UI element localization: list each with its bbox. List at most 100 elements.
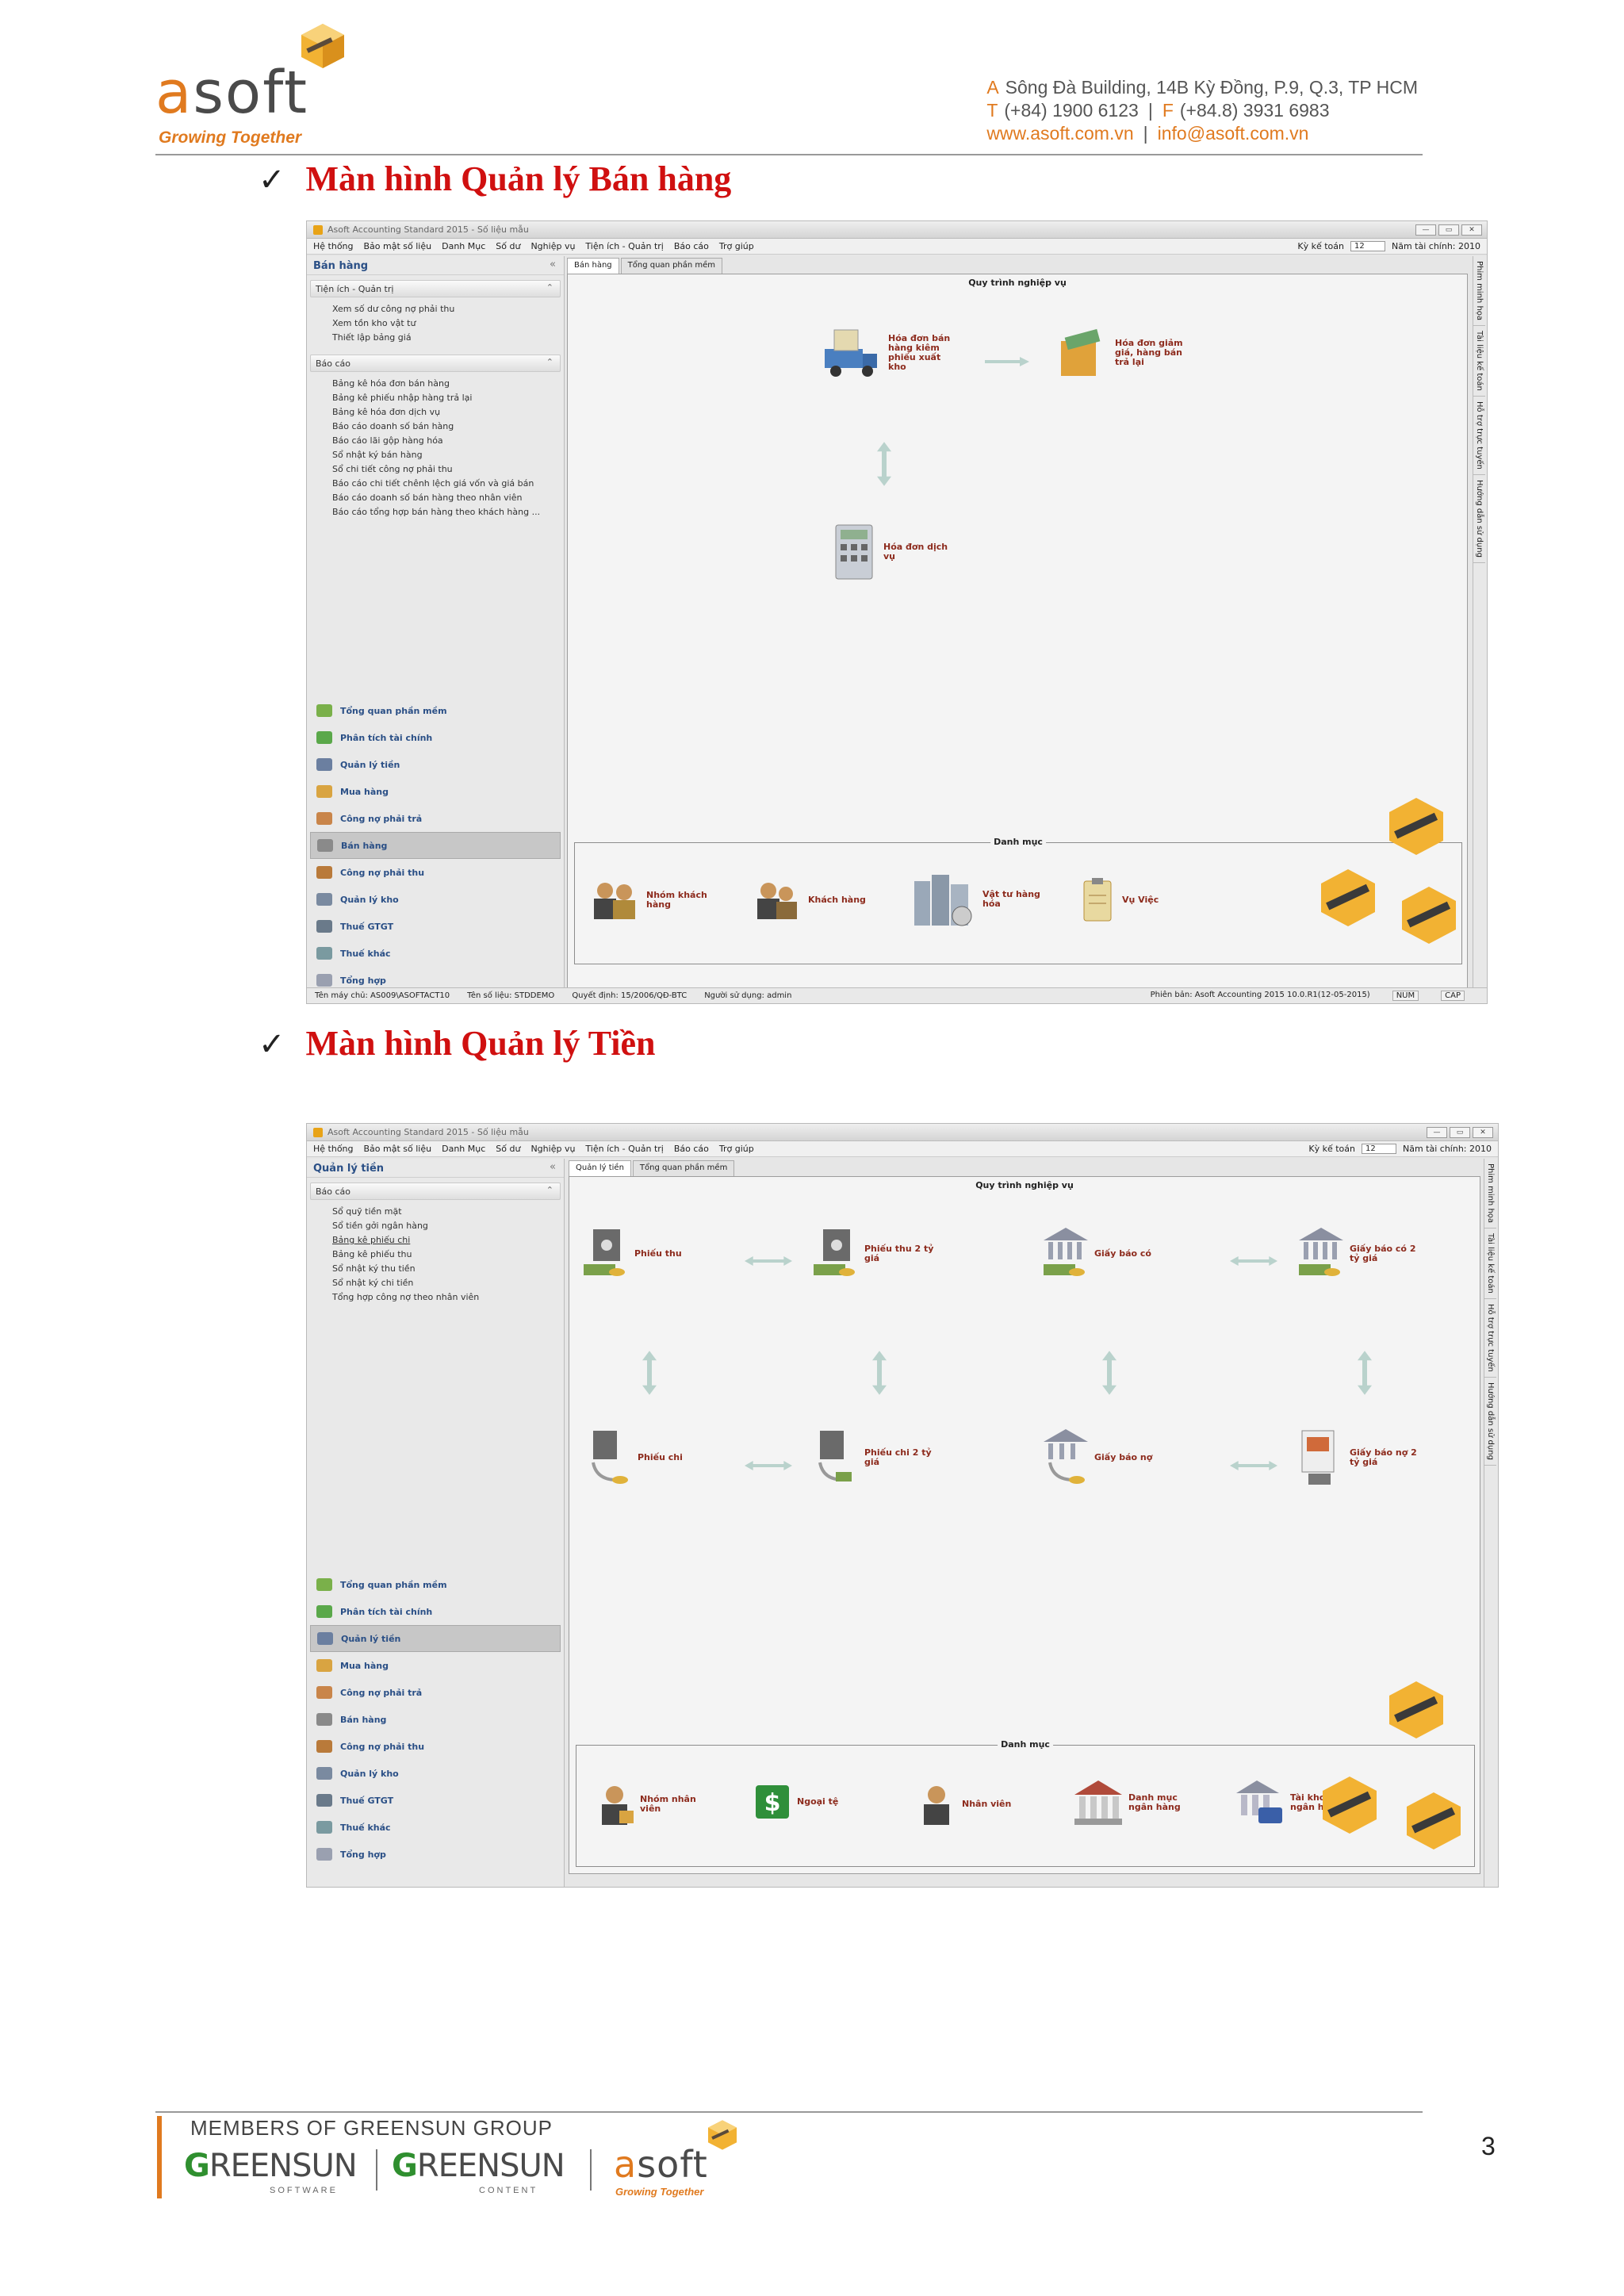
- node-phieu-chi-2-ty-gia[interactable]: Phiếu chi 2 tỷ giá: [812, 1428, 936, 1488]
- sidebar-link[interactable]: Sổ nhật ký chi tiền: [332, 1278, 414, 1288]
- nav-tong-hop[interactable]: Tổng hợp: [310, 967, 561, 994]
- right-tab-ho-tro[interactable]: Hỗ trợ trực tuyến: [1473, 397, 1485, 475]
- sidebar-link[interactable]: Sổ tiền gởi ngân hàng: [332, 1221, 428, 1231]
- tab-tong-quan[interactable]: Tổng quan phần mềm: [620, 258, 723, 274]
- menu-danh-muc[interactable]: Danh Mục: [442, 241, 486, 251]
- sidebar-link[interactable]: Sổ nhật ký thu tiền: [332, 1263, 416, 1274]
- nav-mua-hang[interactable]: Mua hàng: [310, 778, 561, 805]
- menu-bao-cao[interactable]: Báo cáo: [673, 241, 709, 251]
- sidebar-link[interactable]: Sổ quỹ tiền mặt: [332, 1206, 402, 1217]
- nav-thue-gtgt[interactable]: Thuế GTGT: [310, 913, 561, 940]
- menu-he-thong[interactable]: Hệ thống: [313, 241, 354, 251]
- maximize-button[interactable]: ▭: [1450, 1126, 1470, 1138]
- menu-tien-ich[interactable]: Tiện ích - Quản trị: [585, 241, 664, 251]
- nav-phan-tich[interactable]: Phân tích tài chính: [310, 1598, 561, 1625]
- catalog-nhom-khach-hang[interactable]: Nhóm khách hàng: [589, 878, 718, 922]
- menu-nghiep-vu[interactable]: Nghiệp vụ: [530, 241, 576, 251]
- collapse-icon[interactable]: «: [550, 1161, 556, 1173]
- node-hoa-don-dich-vu[interactable]: Hóa đơn dịch vụ: [831, 522, 955, 582]
- sidebar-link[interactable]: Báo cáo tổng hợp bán hàng theo khách hàn…: [332, 507, 541, 517]
- period-select[interactable]: 12: [1350, 241, 1385, 251]
- nav-tong-quan[interactable]: Tổng quan phần mềm: [310, 697, 561, 724]
- node-phieu-thu[interactable]: Phiếu thu: [582, 1226, 706, 1282]
- sidebar-link[interactable]: Sổ nhật ký bán hàng: [332, 450, 423, 460]
- sidebar-link[interactable]: Sổ chi tiết công nợ phải thu: [332, 464, 453, 474]
- node-hoa-don-giam-gia[interactable]: Hóa đơn giảm giá, hàng bán trả lại: [1055, 325, 1186, 381]
- right-tab-huong-dan[interactable]: Hướng dẫn sử dụng: [1473, 475, 1485, 563]
- right-tab-ho-tro[interactable]: Hỗ trợ trực tuyến: [1484, 1299, 1496, 1378]
- sidebar-link[interactable]: Tổng hợp công nợ theo nhân viên: [332, 1292, 480, 1302]
- sidebar-link[interactable]: Xem tồn kho vật tư: [332, 318, 416, 328]
- period-select[interactable]: 12: [1361, 1144, 1396, 1154]
- menu-danh-muc[interactable]: Danh Mục: [442, 1144, 486, 1154]
- node-phieu-chi[interactable]: Phiếu chi: [585, 1428, 709, 1488]
- catalog-nhom-nhan-vien[interactable]: Nhóm nhân viên: [596, 1782, 711, 1826]
- nav-tong-quan[interactable]: Tổng quan phần mềm: [310, 1571, 561, 1598]
- catalog-vu-viec[interactable]: Vụ Việc: [1079, 875, 1193, 926]
- nav-thue-gtgt[interactable]: Thuế GTGT: [310, 1787, 561, 1814]
- nav-quan-ly-kho[interactable]: Quản lý kho: [310, 886, 561, 913]
- node-giay-bao-co-2-ty-gia[interactable]: Giấy báo có 2 tỷ giá: [1297, 1226, 1421, 1282]
- menu-tien-ich[interactable]: Tiện ích - Quản trị: [585, 1144, 664, 1154]
- group-header[interactable]: Báo cáo⌃: [310, 1182, 561, 1200]
- sidebar-link[interactable]: Bảng kê phiếu chi: [332, 1235, 411, 1245]
- nav-cong-no-phai-thu[interactable]: Công nợ phải thu: [310, 859, 561, 886]
- nav-quan-ly-kho[interactable]: Quản lý kho: [310, 1760, 561, 1787]
- collapse-icon[interactable]: «: [550, 259, 556, 270]
- group-header[interactable]: Tiện ích - Quản trị⌃: [310, 280, 561, 297]
- sidebar-link[interactable]: Bảng kê hóa đơn dịch vụ: [332, 407, 441, 417]
- nav-ban-hang[interactable]: Bán hàng: [310, 1706, 561, 1733]
- node-hoa-don-ban-hang[interactable]: Hóa đơn bán hàng kiêm phiếu xuất kho: [820, 325, 959, 381]
- group-header[interactable]: Báo cáo⌃: [310, 355, 561, 372]
- nav-cong-no-phai-thu[interactable]: Công nợ phải thu: [310, 1733, 561, 1760]
- nav-quan-ly-tien[interactable]: Quản lý tiền: [310, 751, 561, 778]
- menu-bao-mat[interactable]: Bảo mật số liệu: [363, 241, 432, 251]
- nav-cong-no-phai-tra[interactable]: Công nợ phải trả: [310, 1679, 561, 1706]
- nav-cong-no-phai-tra[interactable]: Công nợ phải trả: [310, 805, 561, 832]
- email-link[interactable]: info@asoft.com.vn: [1157, 123, 1309, 144]
- node-giay-bao-co[interactable]: Giấy báo có: [1042, 1226, 1166, 1282]
- close-button[interactable]: ✕: [1473, 1126, 1493, 1138]
- nav-thue-khac[interactable]: Thuế khác: [310, 1814, 561, 1841]
- nav-mua-hang[interactable]: Mua hàng: [310, 1652, 561, 1679]
- right-tab-tai-lieu[interactable]: Tài liệu kế toán: [1484, 1228, 1496, 1299]
- right-tab-huong-dan[interactable]: Hướng dẫn sử dụng: [1484, 1378, 1496, 1466]
- menu-nghiep-vu[interactable]: Nghiệp vụ: [530, 1144, 576, 1154]
- menu-tro-giup[interactable]: Trợ giúp: [718, 1144, 754, 1154]
- tab-ban-hang[interactable]: Bán hàng: [567, 258, 619, 274]
- catalog-ngoai-te[interactable]: $ Ngoại tệ: [753, 1782, 868, 1822]
- sidebar-link[interactable]: Báo cáo doanh số bán hàng: [332, 421, 454, 431]
- minimize-button[interactable]: —: [1415, 224, 1436, 236]
- menu-bao-cao[interactable]: Báo cáo: [673, 1144, 709, 1154]
- sidebar-link[interactable]: Báo cáo doanh số bán hàng theo nhân viên: [332, 493, 523, 503]
- right-tab-tai-lieu[interactable]: Tài liệu kế toán: [1473, 326, 1485, 397]
- sidebar-link[interactable]: Bảng kê phiếu nhập hàng trả lại: [332, 393, 473, 403]
- sidebar-link[interactable]: Bảng kê hóa đơn bán hàng: [332, 378, 450, 389]
- sidebar-link[interactable]: Xem số dư công nợ phải thu: [332, 304, 455, 314]
- close-button[interactable]: ✕: [1461, 224, 1482, 236]
- catalog-vat-tu-hang-hoa[interactable]: Vật tư hàng hóa: [910, 870, 1054, 929]
- catalog-danh-muc-ngan-hang[interactable]: Danh mục ngân hàng: [1073, 1779, 1200, 1826]
- sidebar-link[interactable]: Báo cáo chi tiết chênh lệch giá vốn và g…: [332, 478, 534, 489]
- node-phieu-thu-2-ty-gia[interactable]: Phiếu thu 2 tỷ giá: [812, 1226, 936, 1282]
- sidebar-link[interactable]: Báo cáo lãi gộp hàng hóa: [332, 435, 443, 446]
- maximize-button[interactable]: ▭: [1438, 224, 1459, 236]
- menu-bao-mat[interactable]: Bảo mật số liệu: [363, 1144, 432, 1154]
- tab-quan-ly-tien[interactable]: Quản lý tiền: [569, 1160, 631, 1176]
- nav-thue-khac[interactable]: Thuế khác: [310, 940, 561, 967]
- sidebar-link[interactable]: Thiết lập bảng giá: [332, 332, 412, 343]
- nav-tong-hop[interactable]: Tổng hợp: [310, 1841, 561, 1868]
- sidebar-link[interactable]: Bảng kê phiếu thu: [332, 1249, 412, 1259]
- nav-ban-hang[interactable]: Bán hàng: [310, 832, 561, 859]
- menu-so-du[interactable]: Số dư: [496, 241, 521, 251]
- node-giay-bao-no-2-ty-gia[interactable]: Giấy báo nợ 2 tỷ giá: [1297, 1428, 1421, 1488]
- nav-quan-ly-tien[interactable]: Quản lý tiền: [310, 1625, 561, 1652]
- website-link[interactable]: www.asoft.com.vn: [986, 123, 1134, 144]
- catalog-khach-hang[interactable]: Khách hàng: [751, 878, 879, 922]
- catalog-nhan-vien[interactable]: Nhân viên: [917, 1782, 1033, 1826]
- menu-he-thong[interactable]: Hệ thống: [313, 1144, 354, 1154]
- node-giay-bao-no[interactable]: Giấy báo nợ: [1042, 1428, 1166, 1488]
- right-tab-phim[interactable]: Phim minh họa: [1473, 256, 1485, 327]
- tab-tong-quan[interactable]: Tổng quan phần mềm: [632, 1160, 735, 1176]
- minimize-button[interactable]: —: [1427, 1126, 1447, 1138]
